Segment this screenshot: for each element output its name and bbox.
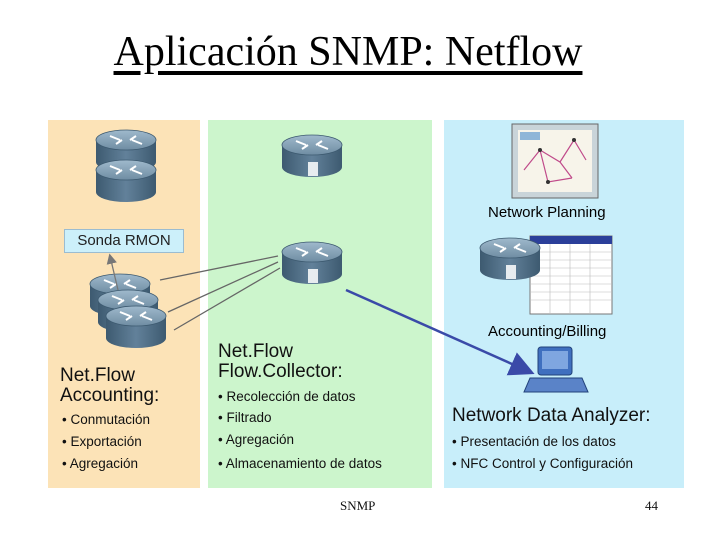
- collector-panel: [208, 120, 432, 488]
- router-icon: [95, 159, 157, 203]
- router-icon: [105, 305, 167, 349]
- probe-link: [167, 261, 279, 313]
- collector-bullet: • Recolección de datos: [218, 389, 356, 404]
- collector-bullet: • Filtrado: [218, 410, 272, 425]
- collector-router-icon: [281, 134, 343, 178]
- analyzer-heading: Network Data Analyzer:: [452, 405, 651, 426]
- network-planning-label: Network Planning: [488, 204, 606, 221]
- collector-router-icon: [281, 241, 343, 285]
- accounting-bullet: • Conmutación: [62, 412, 151, 427]
- collector-heading-line2: Flow.Collector:: [218, 361, 343, 382]
- rmon-link: [106, 253, 119, 291]
- spreadsheet-screen-icon: [529, 235, 613, 315]
- accounting-billing-label: Accounting/Billing: [488, 323, 607, 340]
- accounting-bullet: • Exportación: [62, 434, 142, 449]
- accounting-heading-line2: Accounting:: [60, 385, 160, 406]
- collector-bullet: • Agregación: [218, 432, 295, 447]
- page-title: Aplicación SNMP: Netflow: [113, 29, 583, 75]
- analyzer-bullet: • NFC Control y Configuración: [452, 456, 634, 471]
- accounting-bullet: • Agregación: [62, 456, 139, 471]
- analyzer-bullet: • Presentación de los datos: [452, 434, 616, 449]
- footer-label: SNMP: [340, 498, 376, 513]
- probe-link: [173, 267, 281, 331]
- probe-link: [159, 255, 279, 281]
- router-icon: [479, 237, 541, 281]
- map-screen-icon: [511, 123, 599, 199]
- data-flow-arrow: [345, 288, 535, 376]
- collector-bullet: • Almacenamiento de datos: [218, 456, 382, 471]
- workstation-icon: [523, 346, 589, 393]
- collector-heading: Net.Flow Flow.Collector:: [218, 342, 343, 382]
- collector-heading-line1: Net.Flow: [218, 341, 293, 362]
- accounting-heading-line1: Net.Flow: [60, 365, 135, 386]
- accounting-heading: Net.Flow Accounting:: [60, 366, 159, 406]
- sonda-rmon-label: Sonda RMON: [64, 229, 184, 253]
- page-number: 44: [645, 498, 658, 513]
